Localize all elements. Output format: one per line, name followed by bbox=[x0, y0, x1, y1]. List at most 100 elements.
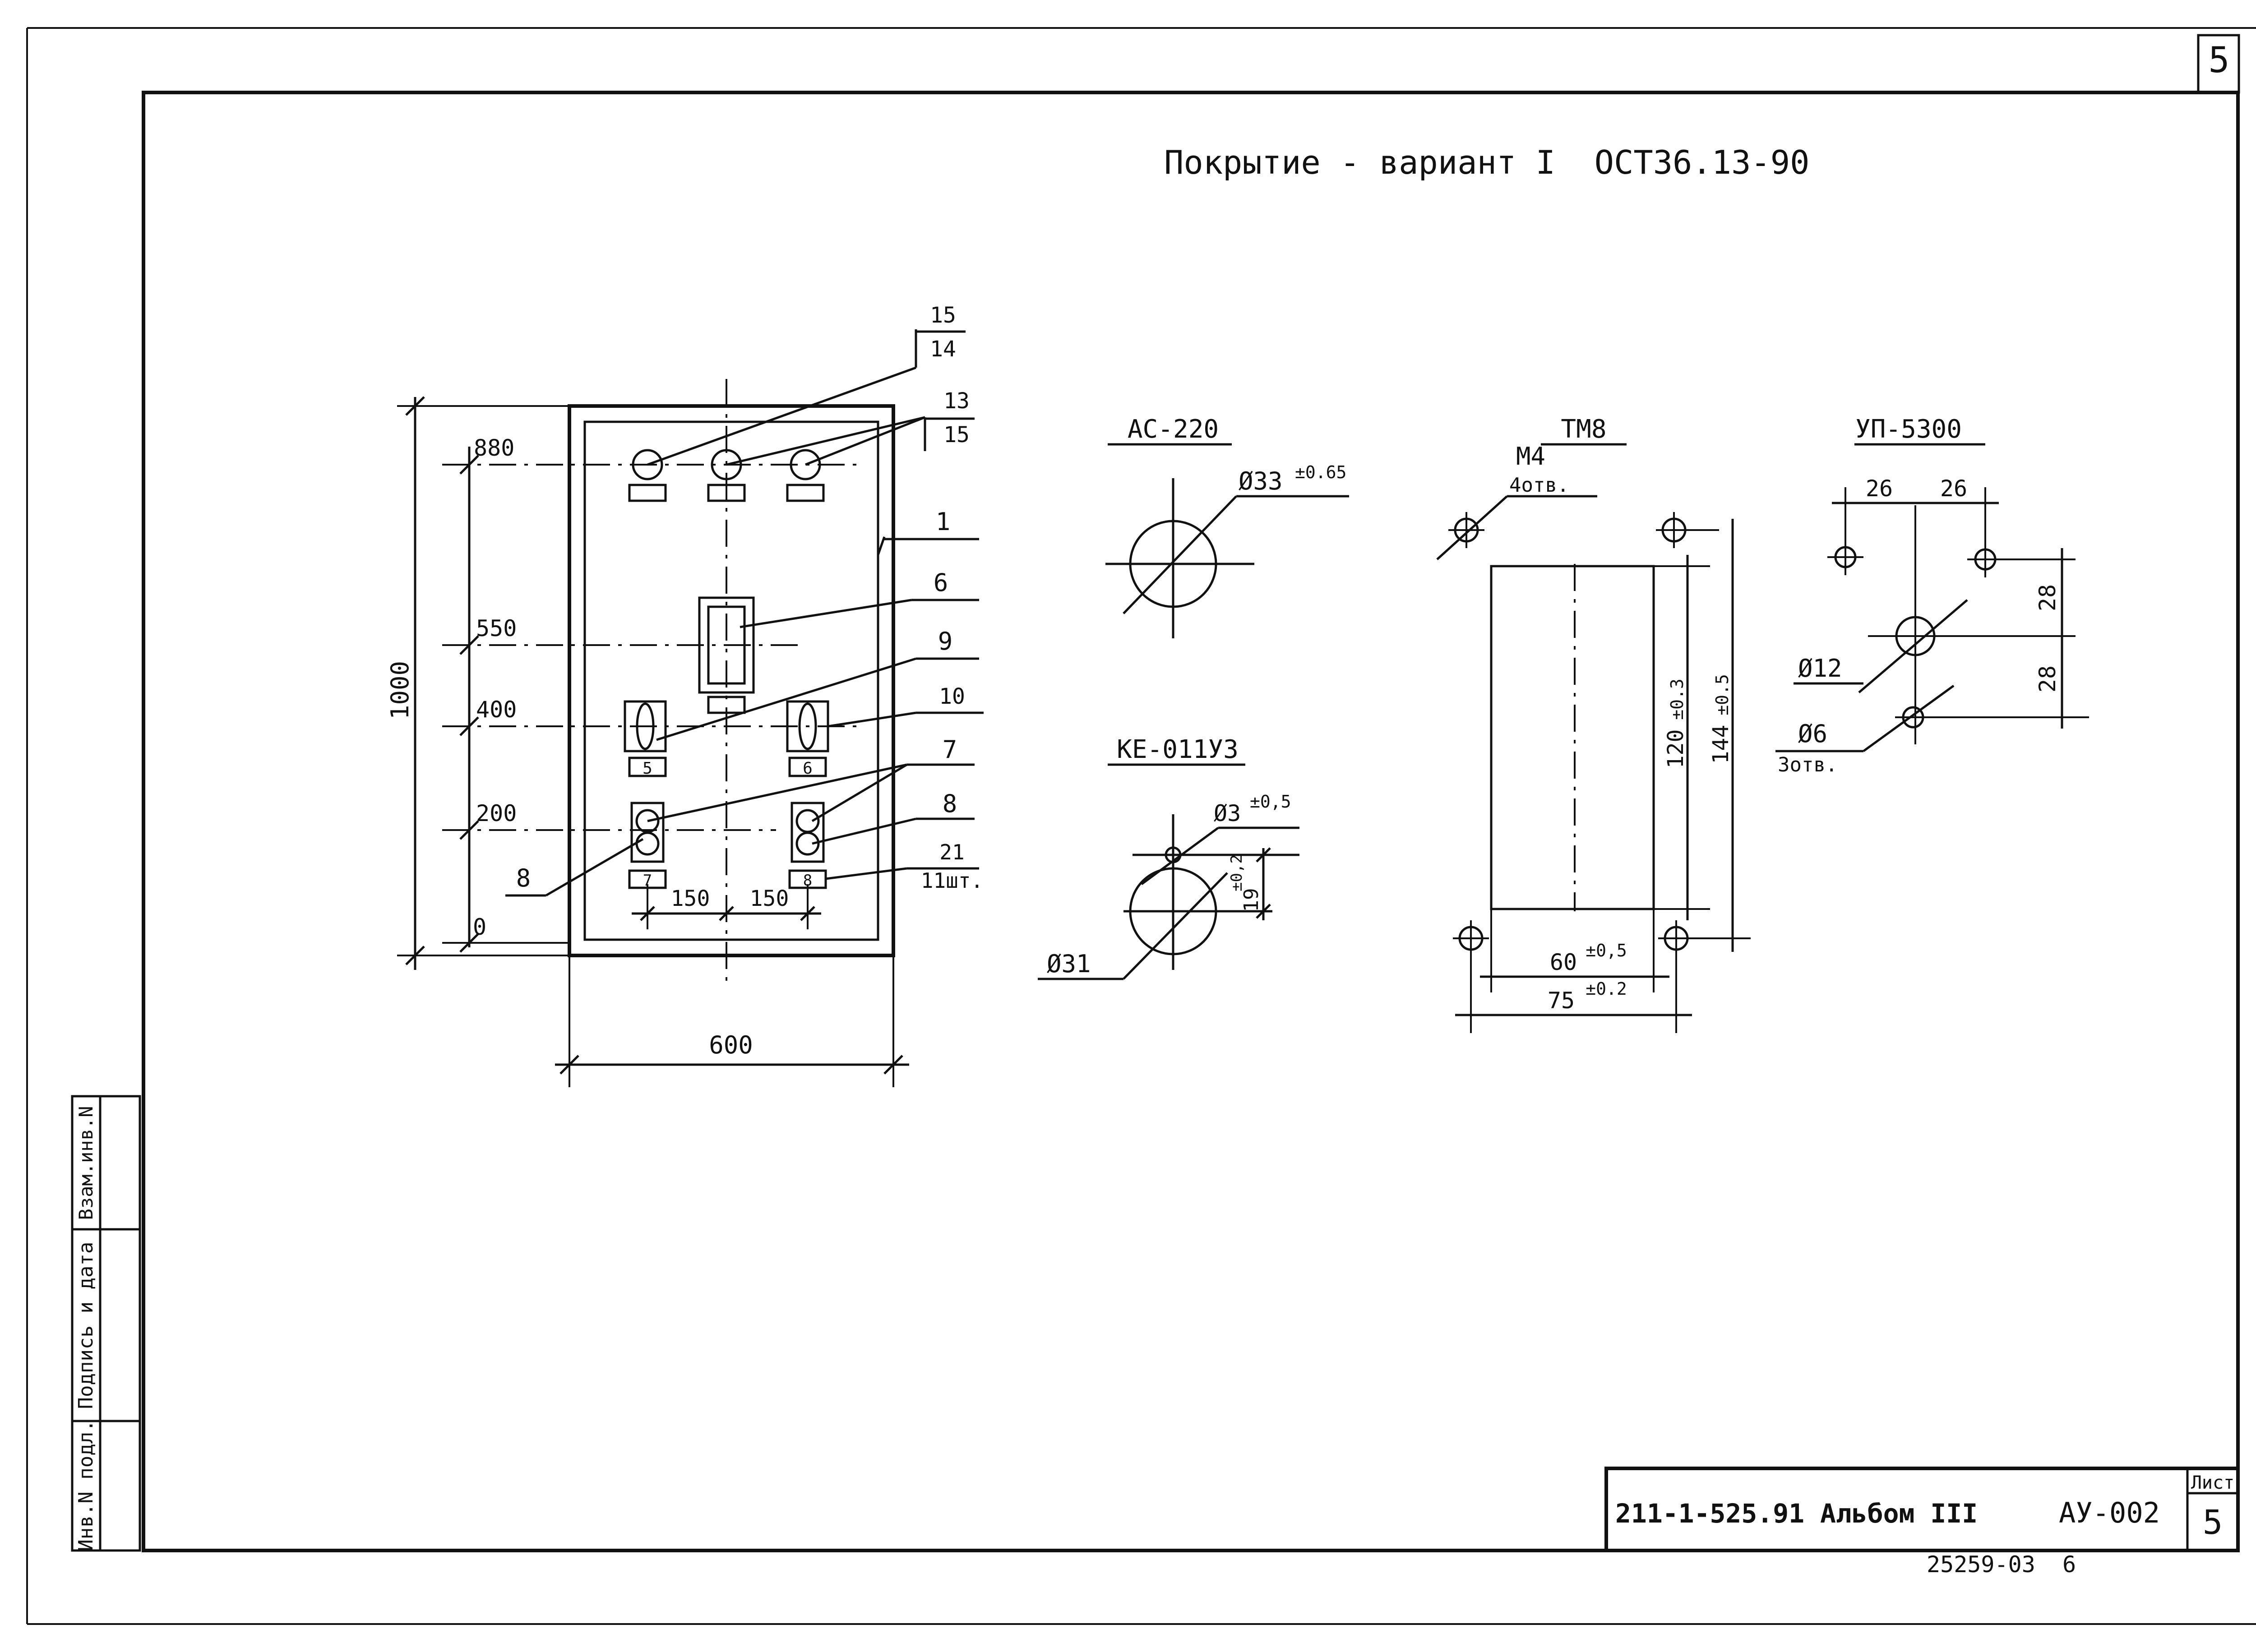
stamp-podpis: Подпись и дата bbox=[74, 1242, 97, 1409]
panel-outline bbox=[568, 404, 895, 957]
switch-left bbox=[624, 700, 667, 752]
up-small-dia: Ø6 bbox=[1798, 720, 1827, 748]
lamp-3 bbox=[790, 449, 821, 480]
plate-7-label: 7 bbox=[643, 872, 652, 890]
switch-left-knob bbox=[636, 702, 655, 750]
title-doc: АУ-002 bbox=[2059, 1496, 2160, 1529]
title-code: 211-1-525.91 Альбом III bbox=[1615, 1498, 1978, 1529]
corner-number-box bbox=[2197, 34, 2240, 94]
tm8-hole-axes bbox=[1448, 512, 1751, 956]
width-tick-l bbox=[559, 1055, 579, 1075]
plate-5-label: 5 bbox=[643, 759, 652, 778]
tm8-inner-w-tol: ±0,5 bbox=[1586, 941, 1627, 960]
ke-offset-tick1 bbox=[1256, 847, 1271, 863]
up-title: УП-5300 bbox=[1855, 415, 1962, 444]
plate-5 bbox=[628, 757, 667, 777]
ac220-title: АС-220 bbox=[1128, 415, 1219, 444]
up-dx2: 26 bbox=[1940, 475, 1967, 502]
dim-ticks bbox=[459, 455, 479, 953]
tm8-thread-leader bbox=[1436, 495, 1508, 560]
instrument-outer bbox=[698, 596, 755, 694]
main-frame bbox=[142, 91, 2240, 1552]
button-right-top bbox=[795, 809, 820, 833]
callout-9: 9 bbox=[938, 627, 953, 655]
ke-title: КЕ-011У3 bbox=[1117, 735, 1239, 764]
width-tick-r bbox=[883, 1055, 903, 1075]
tm8-inner-w: 60 bbox=[1550, 949, 1577, 975]
ac220-leader bbox=[1123, 495, 1237, 614]
up-big-dia: Ø12 bbox=[1798, 654, 1842, 683]
switch-right-knob bbox=[798, 702, 817, 750]
stamp-vzam: Взам.инв.N bbox=[75, 1106, 97, 1220]
height-dim: 1000 bbox=[386, 661, 414, 720]
lamp-plate-2 bbox=[707, 484, 746, 502]
header-title: Покрытие - вариант I ОСТ36.13-90 bbox=[1164, 143, 1809, 181]
ke-small-dia: Ø3 bbox=[1214, 800, 1241, 826]
footer-number: 25259-03 6 bbox=[1927, 1551, 2076, 1578]
instrument-plate bbox=[707, 696, 746, 714]
tm8-inner-h-tol: ±0.3 bbox=[1667, 678, 1687, 720]
tm8-outer-h-tol: ±0.5 bbox=[1712, 674, 1732, 715]
main-panel: 5 6 7 8 880 550 400 200 0 bbox=[386, 303, 984, 1087]
callout-6: 6 bbox=[934, 568, 948, 597]
corner-number: 5 bbox=[2209, 40, 2230, 81]
height-tick-top bbox=[405, 396, 425, 416]
lamp-plate-3 bbox=[786, 484, 825, 502]
instrument-inner bbox=[707, 605, 746, 685]
spacing-150-left: 150 bbox=[671, 886, 710, 911]
callout-leaders bbox=[505, 329, 984, 897]
tm8-body bbox=[1490, 565, 1655, 910]
tm8-inner-h: 120 bbox=[1663, 729, 1688, 769]
level-200: 200 bbox=[476, 800, 517, 826]
level-0: 0 bbox=[473, 914, 486, 940]
up-holes: 3отв. bbox=[1778, 753, 1837, 776]
height-tick-bot bbox=[405, 946, 425, 965]
callout-11sht: 11шт. bbox=[921, 868, 983, 893]
tm8-thread: М4 bbox=[1516, 442, 1545, 471]
ke-small-leader bbox=[1141, 826, 1219, 886]
plate-6 bbox=[788, 757, 827, 777]
lamp-plate-1 bbox=[628, 484, 667, 502]
panel-inner bbox=[583, 420, 879, 941]
title-block: 211-1-525.91 Альбом III АУ-002 Лист 5 bbox=[1604, 1467, 2240, 1552]
detail-ke011u3: КЕ-011У3 Ø3 ±0,5 19 ±0,2 Ø31 bbox=[1038, 735, 1299, 980]
up-dy2: 28 bbox=[2034, 665, 2061, 692]
callout-15b: 15 bbox=[943, 422, 970, 448]
ke-big-leader bbox=[1123, 872, 1228, 980]
lamp-1 bbox=[632, 449, 663, 480]
ac220-tol: ±0.65 bbox=[1295, 462, 1346, 482]
lamp-2 bbox=[711, 449, 742, 480]
detail-ac220: АС-220 Ø33 ±0.65 bbox=[1105, 415, 1349, 638]
ke-offset-tol: ±0,2 bbox=[1228, 854, 1246, 891]
button-right-bot bbox=[795, 831, 820, 856]
tm8-outer-w-tol: ±0.2 bbox=[1586, 979, 1627, 999]
callout-1: 1 bbox=[936, 508, 951, 536]
ke-offset-tick2 bbox=[1256, 904, 1271, 919]
spacing-tick-3 bbox=[800, 906, 815, 921]
up-big-leader bbox=[1858, 599, 1968, 693]
detail-up5300: УП-5300 26 26 28 28 Ø12 Ø6 3отв. bbox=[1775, 415, 2089, 776]
button-station-right bbox=[791, 802, 825, 863]
tm8-title: ТМ8 bbox=[1561, 415, 1606, 444]
plate-6-label: 6 bbox=[803, 759, 813, 778]
ke-big-dia: Ø31 bbox=[1047, 950, 1091, 978]
tm8-outer-w: 75 bbox=[1548, 988, 1575, 1014]
level-550: 550 bbox=[476, 615, 517, 641]
callout-8-right: 8 bbox=[943, 789, 957, 818]
title-sheet-label: Лист bbox=[2191, 1472, 2234, 1493]
button-station-left bbox=[630, 802, 665, 863]
ke-small-tol: ±0,5 bbox=[1250, 792, 1291, 812]
plate-8-label: 8 bbox=[803, 872, 812, 890]
button-left-bot bbox=[635, 831, 660, 856]
side-stamp: Инв.N подл. Подпись и дата Взам.инв.N bbox=[71, 1095, 141, 1552]
tm8-holes: 4отв. bbox=[1509, 474, 1569, 497]
ke-offset: 19 bbox=[1240, 888, 1263, 912]
callout-21: 21 bbox=[939, 840, 964, 864]
callout-15a: 15 bbox=[930, 303, 956, 328]
callout-14: 14 bbox=[930, 337, 956, 362]
stamp-inv-podl: Инв.N подл. bbox=[74, 1420, 97, 1551]
title-sheet-no: 5 bbox=[2203, 1503, 2223, 1542]
spacing-150-right: 150 bbox=[750, 886, 789, 911]
ac220-dia: Ø33 bbox=[1239, 467, 1283, 495]
callout-13: 13 bbox=[943, 388, 970, 414]
